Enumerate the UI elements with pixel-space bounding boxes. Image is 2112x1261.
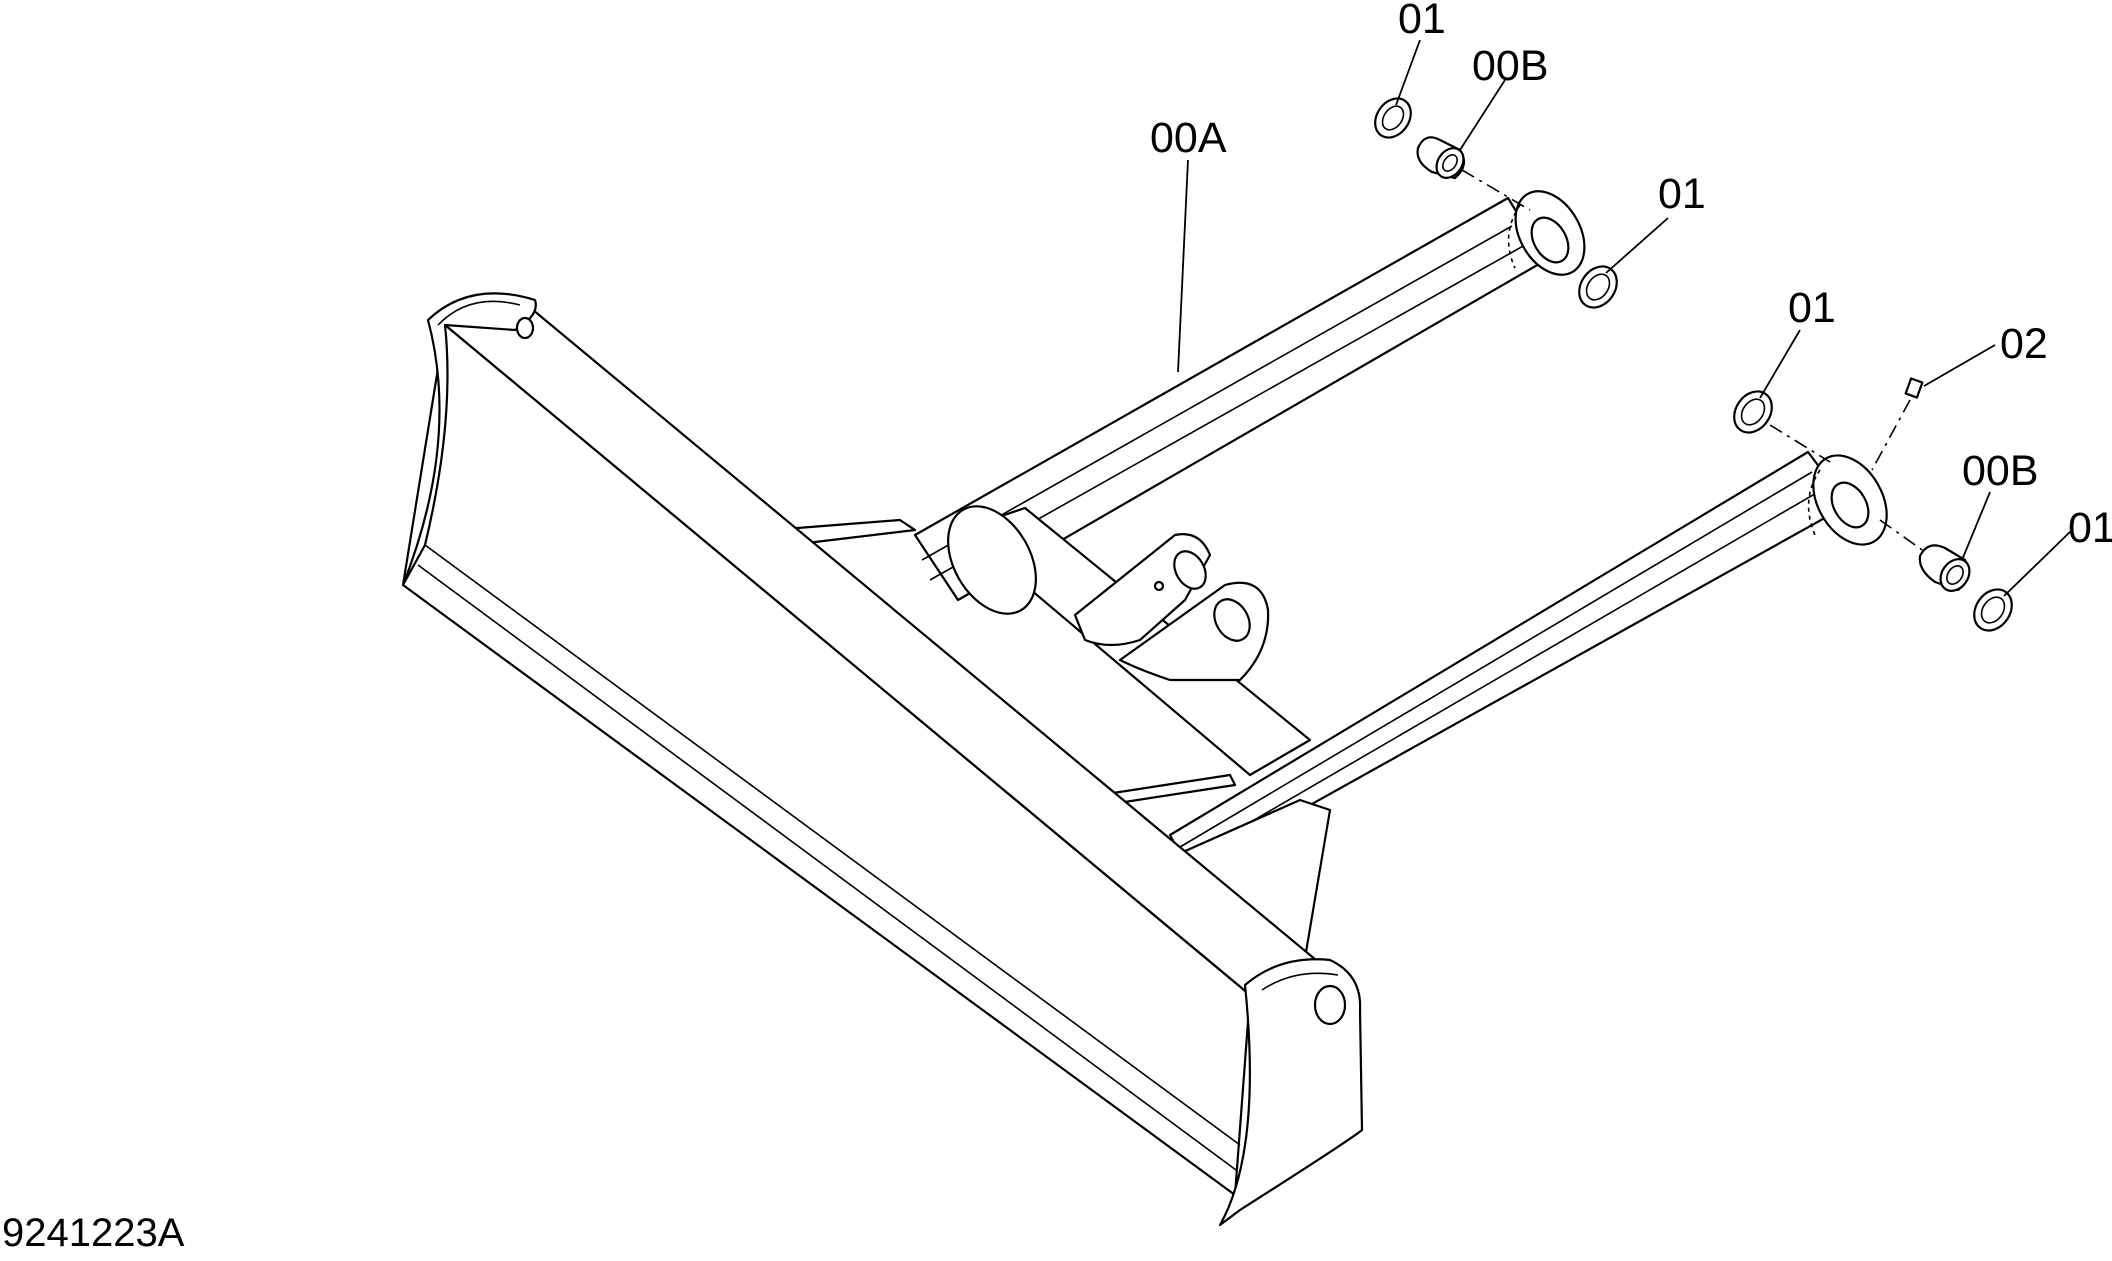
cylinder-clevis-bracket	[1073, 533, 1270, 682]
washer-lower-right	[1973, 588, 2013, 632]
bushing-lower	[1918, 544, 1971, 592]
bushing-top	[1416, 136, 1466, 180]
callout-bushing-lower: 00B	[1962, 447, 2039, 495]
callout-bushing-top: 00B	[1472, 42, 1549, 90]
upper-arm	[913, 190, 1586, 602]
washer-lower-left	[1733, 390, 1773, 434]
washer-top	[1374, 97, 1412, 139]
callout-grease-fitting: 02	[2000, 320, 2048, 368]
centerline-top	[1461, 169, 1531, 211]
centerline-lower-left	[1769, 424, 1831, 463]
callout-washer-top: 01	[1398, 0, 1446, 43]
callout-washer-lower-left: 01	[1788, 284, 1836, 332]
callout-washer-lower-right: 01	[2068, 504, 2112, 552]
callout-washer-upper-right: 01	[1658, 170, 1706, 218]
centerline-lower-right	[1879, 519, 1926, 553]
callout-frame: 00A	[1150, 114, 1227, 162]
washer-upper-right	[1578, 265, 1618, 309]
grease-fitting	[1871, 377, 1924, 471]
drawing-number: 9241223A	[2, 1211, 185, 1255]
dozer-blade	[401, 292, 1364, 1227]
lower-arm	[1098, 450, 1888, 972]
leader-lines	[1177, 39, 2073, 597]
